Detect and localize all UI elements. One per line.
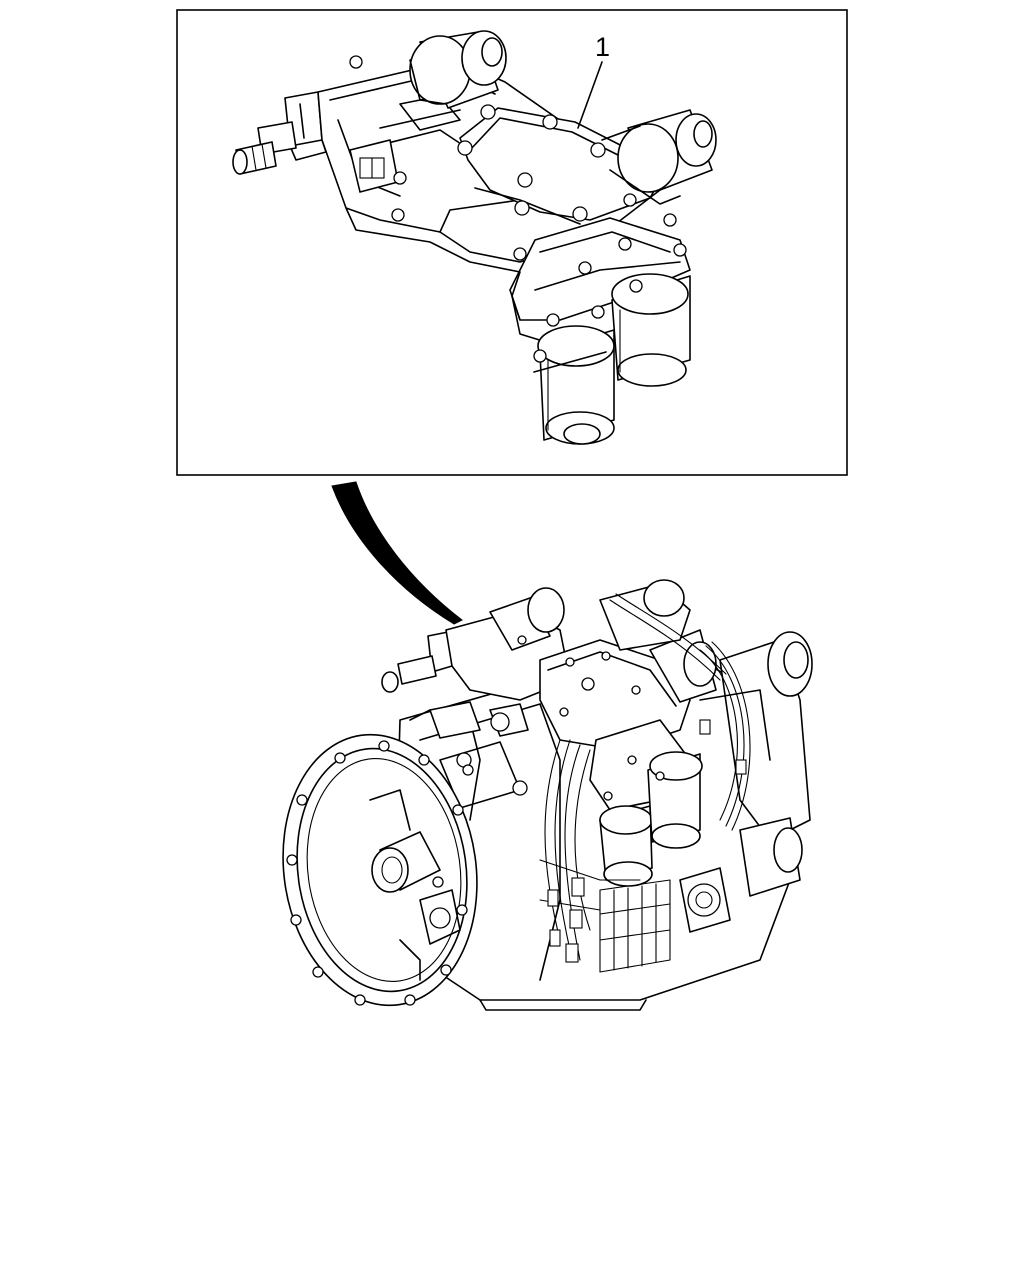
gearbox-assembly xyxy=(282,579,813,1011)
bell-housing xyxy=(282,733,478,1007)
solenoid-upper-left xyxy=(409,30,507,109)
solenoid-valve-assembly xyxy=(232,30,717,445)
air-inlet-fitting xyxy=(232,121,297,175)
solenoid-lower-left xyxy=(533,325,615,445)
gearbox-casing xyxy=(395,659,791,1011)
solenoid-upper-right xyxy=(601,109,717,205)
pneumatic-lines xyxy=(539,593,751,963)
input-shaft xyxy=(371,831,441,893)
output-housing xyxy=(679,631,813,933)
cover-bolts xyxy=(349,55,687,363)
detail-pointer-arrow xyxy=(331,481,463,625)
callout-1: 1 xyxy=(577,32,610,129)
solenoid-lower-right xyxy=(611,273,691,387)
detail-inset: 1 xyxy=(176,9,848,476)
callout-leader xyxy=(577,61,603,129)
callout-label: 1 xyxy=(595,32,610,62)
mounted-valve-assembly xyxy=(381,579,717,887)
